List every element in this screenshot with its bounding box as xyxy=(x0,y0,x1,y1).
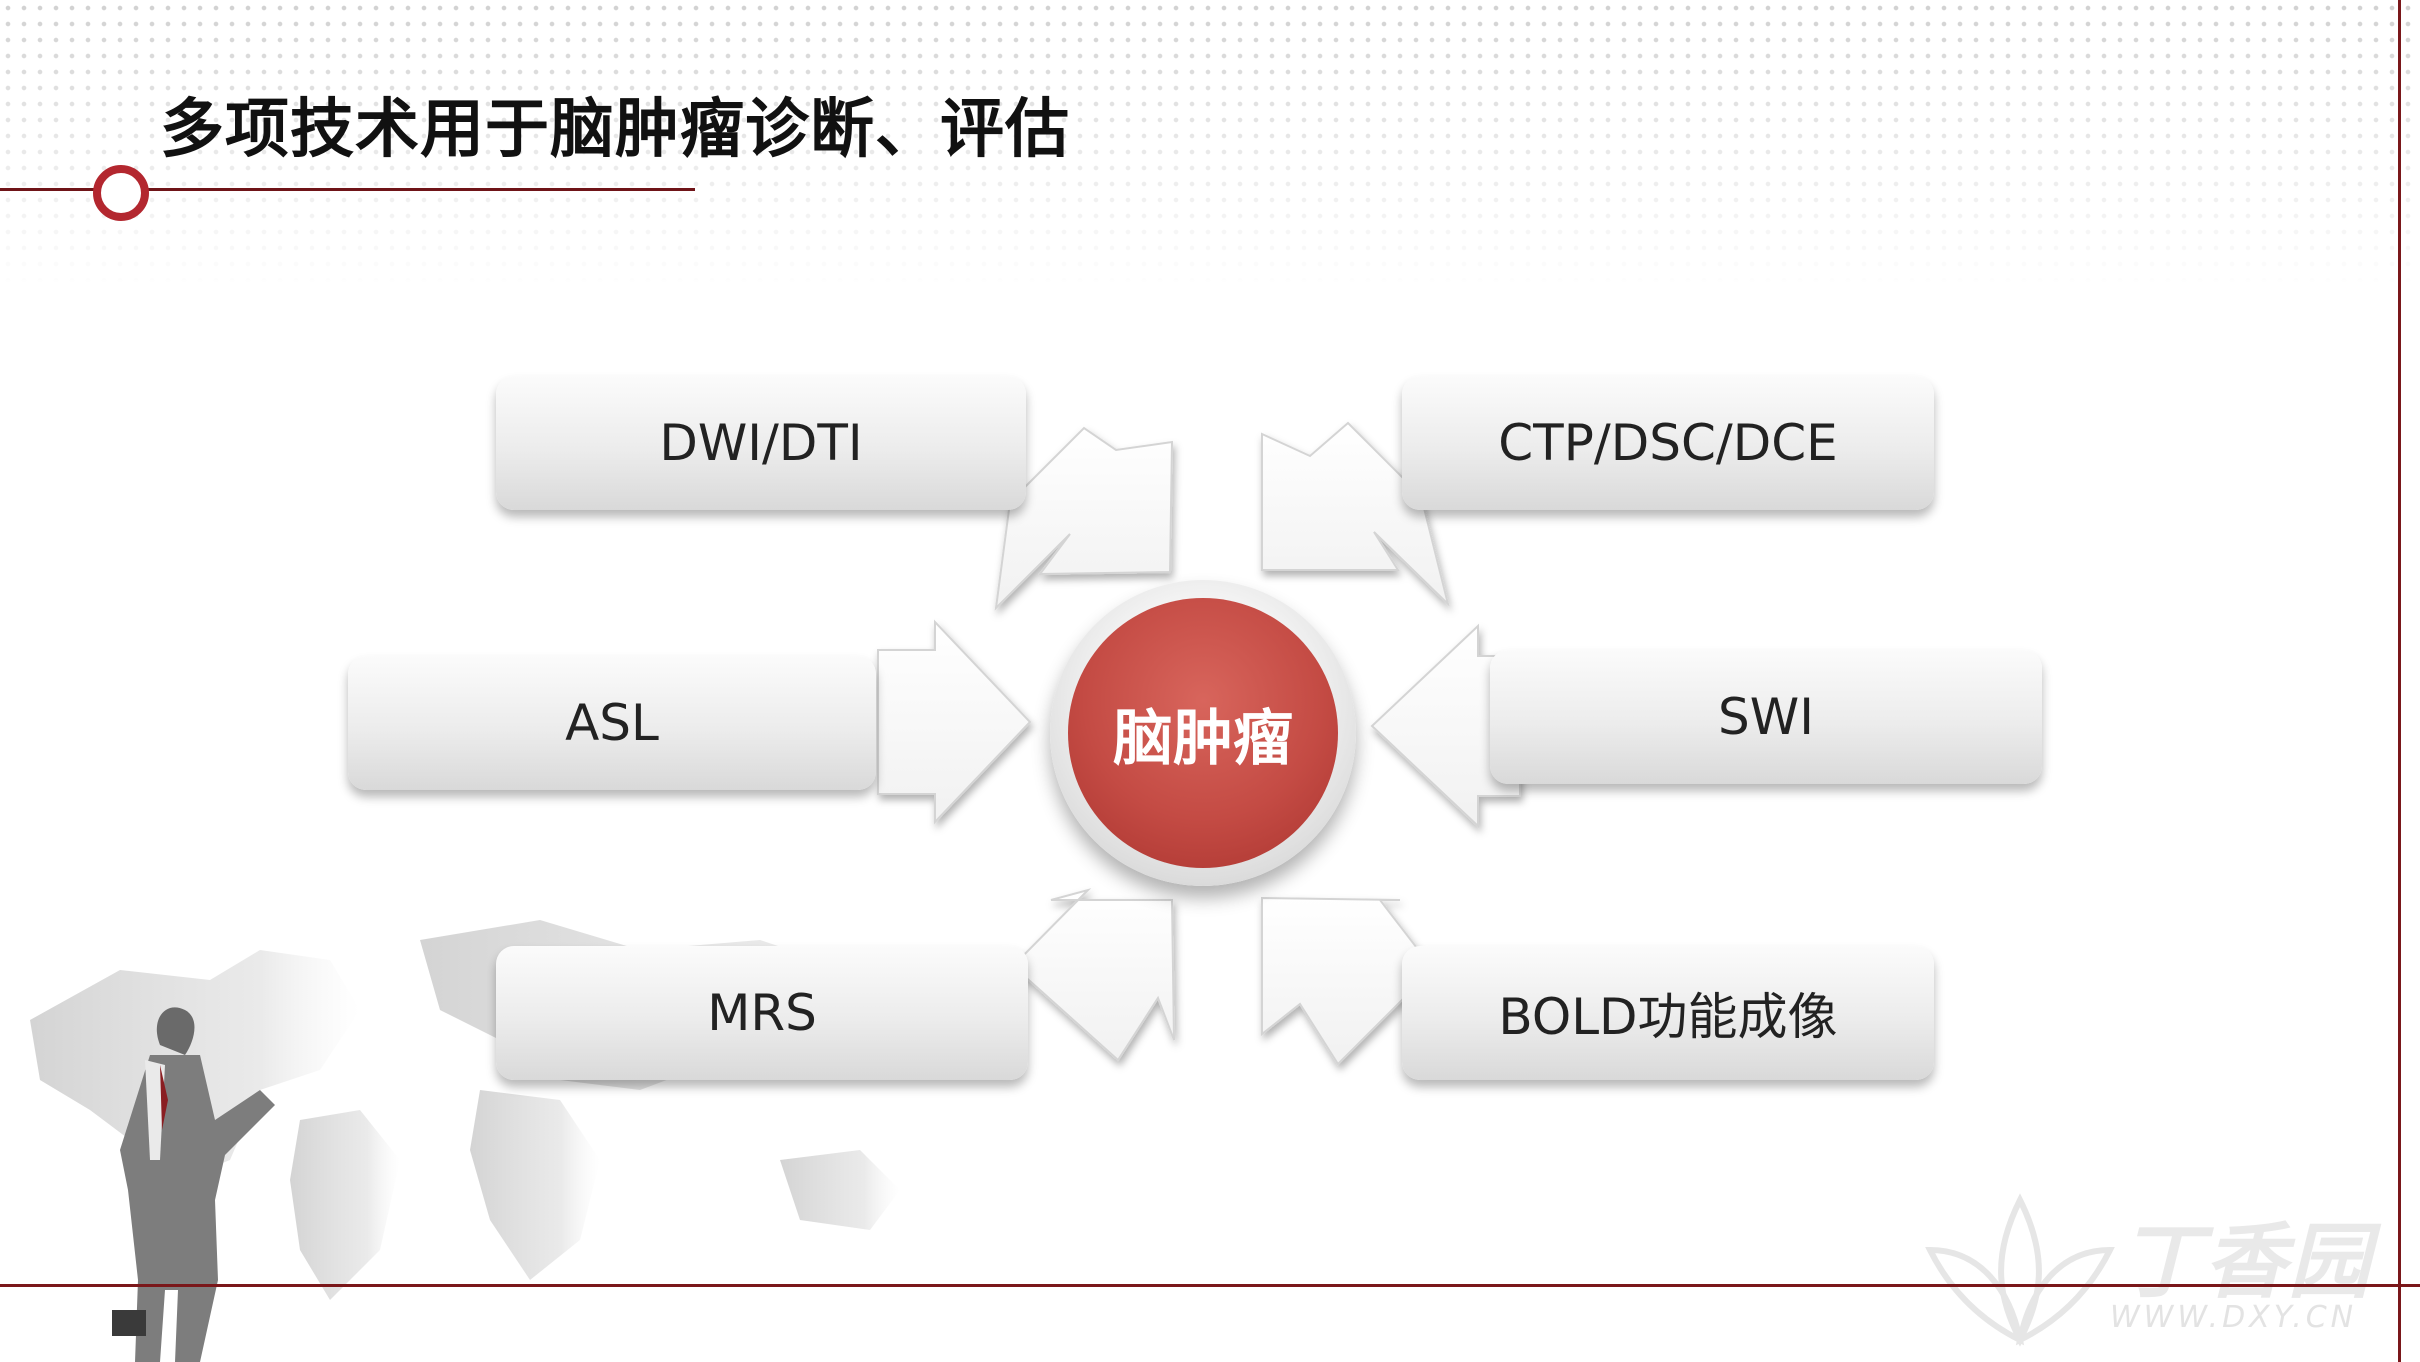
arrow-right-from-asl xyxy=(877,619,1032,825)
logo-name: 丁香园 xyxy=(2120,1215,2372,1310)
technique-box-bold: BOLD功能成像 xyxy=(1402,946,1934,1080)
technique-box-asl: ASL xyxy=(348,656,876,790)
arrow-down-right-from-dwi xyxy=(994,426,1174,611)
arrow-up-left-from-bold xyxy=(1261,896,1422,1066)
arrow-down-left-from-ctp xyxy=(1261,421,1450,608)
dxy-flower-logo-icon xyxy=(1925,1193,2115,1347)
technique-box-dwi-dti: DWI/DTI xyxy=(496,376,1026,510)
technique-box-ctp-dsc-dce: CTP/DSC/DCE xyxy=(1402,376,1934,510)
title-ring-icon xyxy=(93,165,149,221)
title-underline xyxy=(0,188,695,191)
arrow-up-right-from-mrs xyxy=(1011,888,1175,1062)
technique-box-swi: SWI xyxy=(1490,650,2042,784)
technique-box-mrs: MRS xyxy=(496,946,1028,1080)
center-hub-label: 脑肿瘤 xyxy=(1068,598,1338,868)
dot-pattern-header xyxy=(0,0,2420,290)
bottom-rule xyxy=(0,1284,2420,1287)
arrow-left-from-swi xyxy=(1370,623,1521,829)
logo-url: WWW.DXY.CN xyxy=(2110,1300,2358,1335)
right-rule xyxy=(2398,0,2401,1362)
slide-title: 多项技术用于脑肿瘤诊断、评估 xyxy=(160,93,1070,167)
